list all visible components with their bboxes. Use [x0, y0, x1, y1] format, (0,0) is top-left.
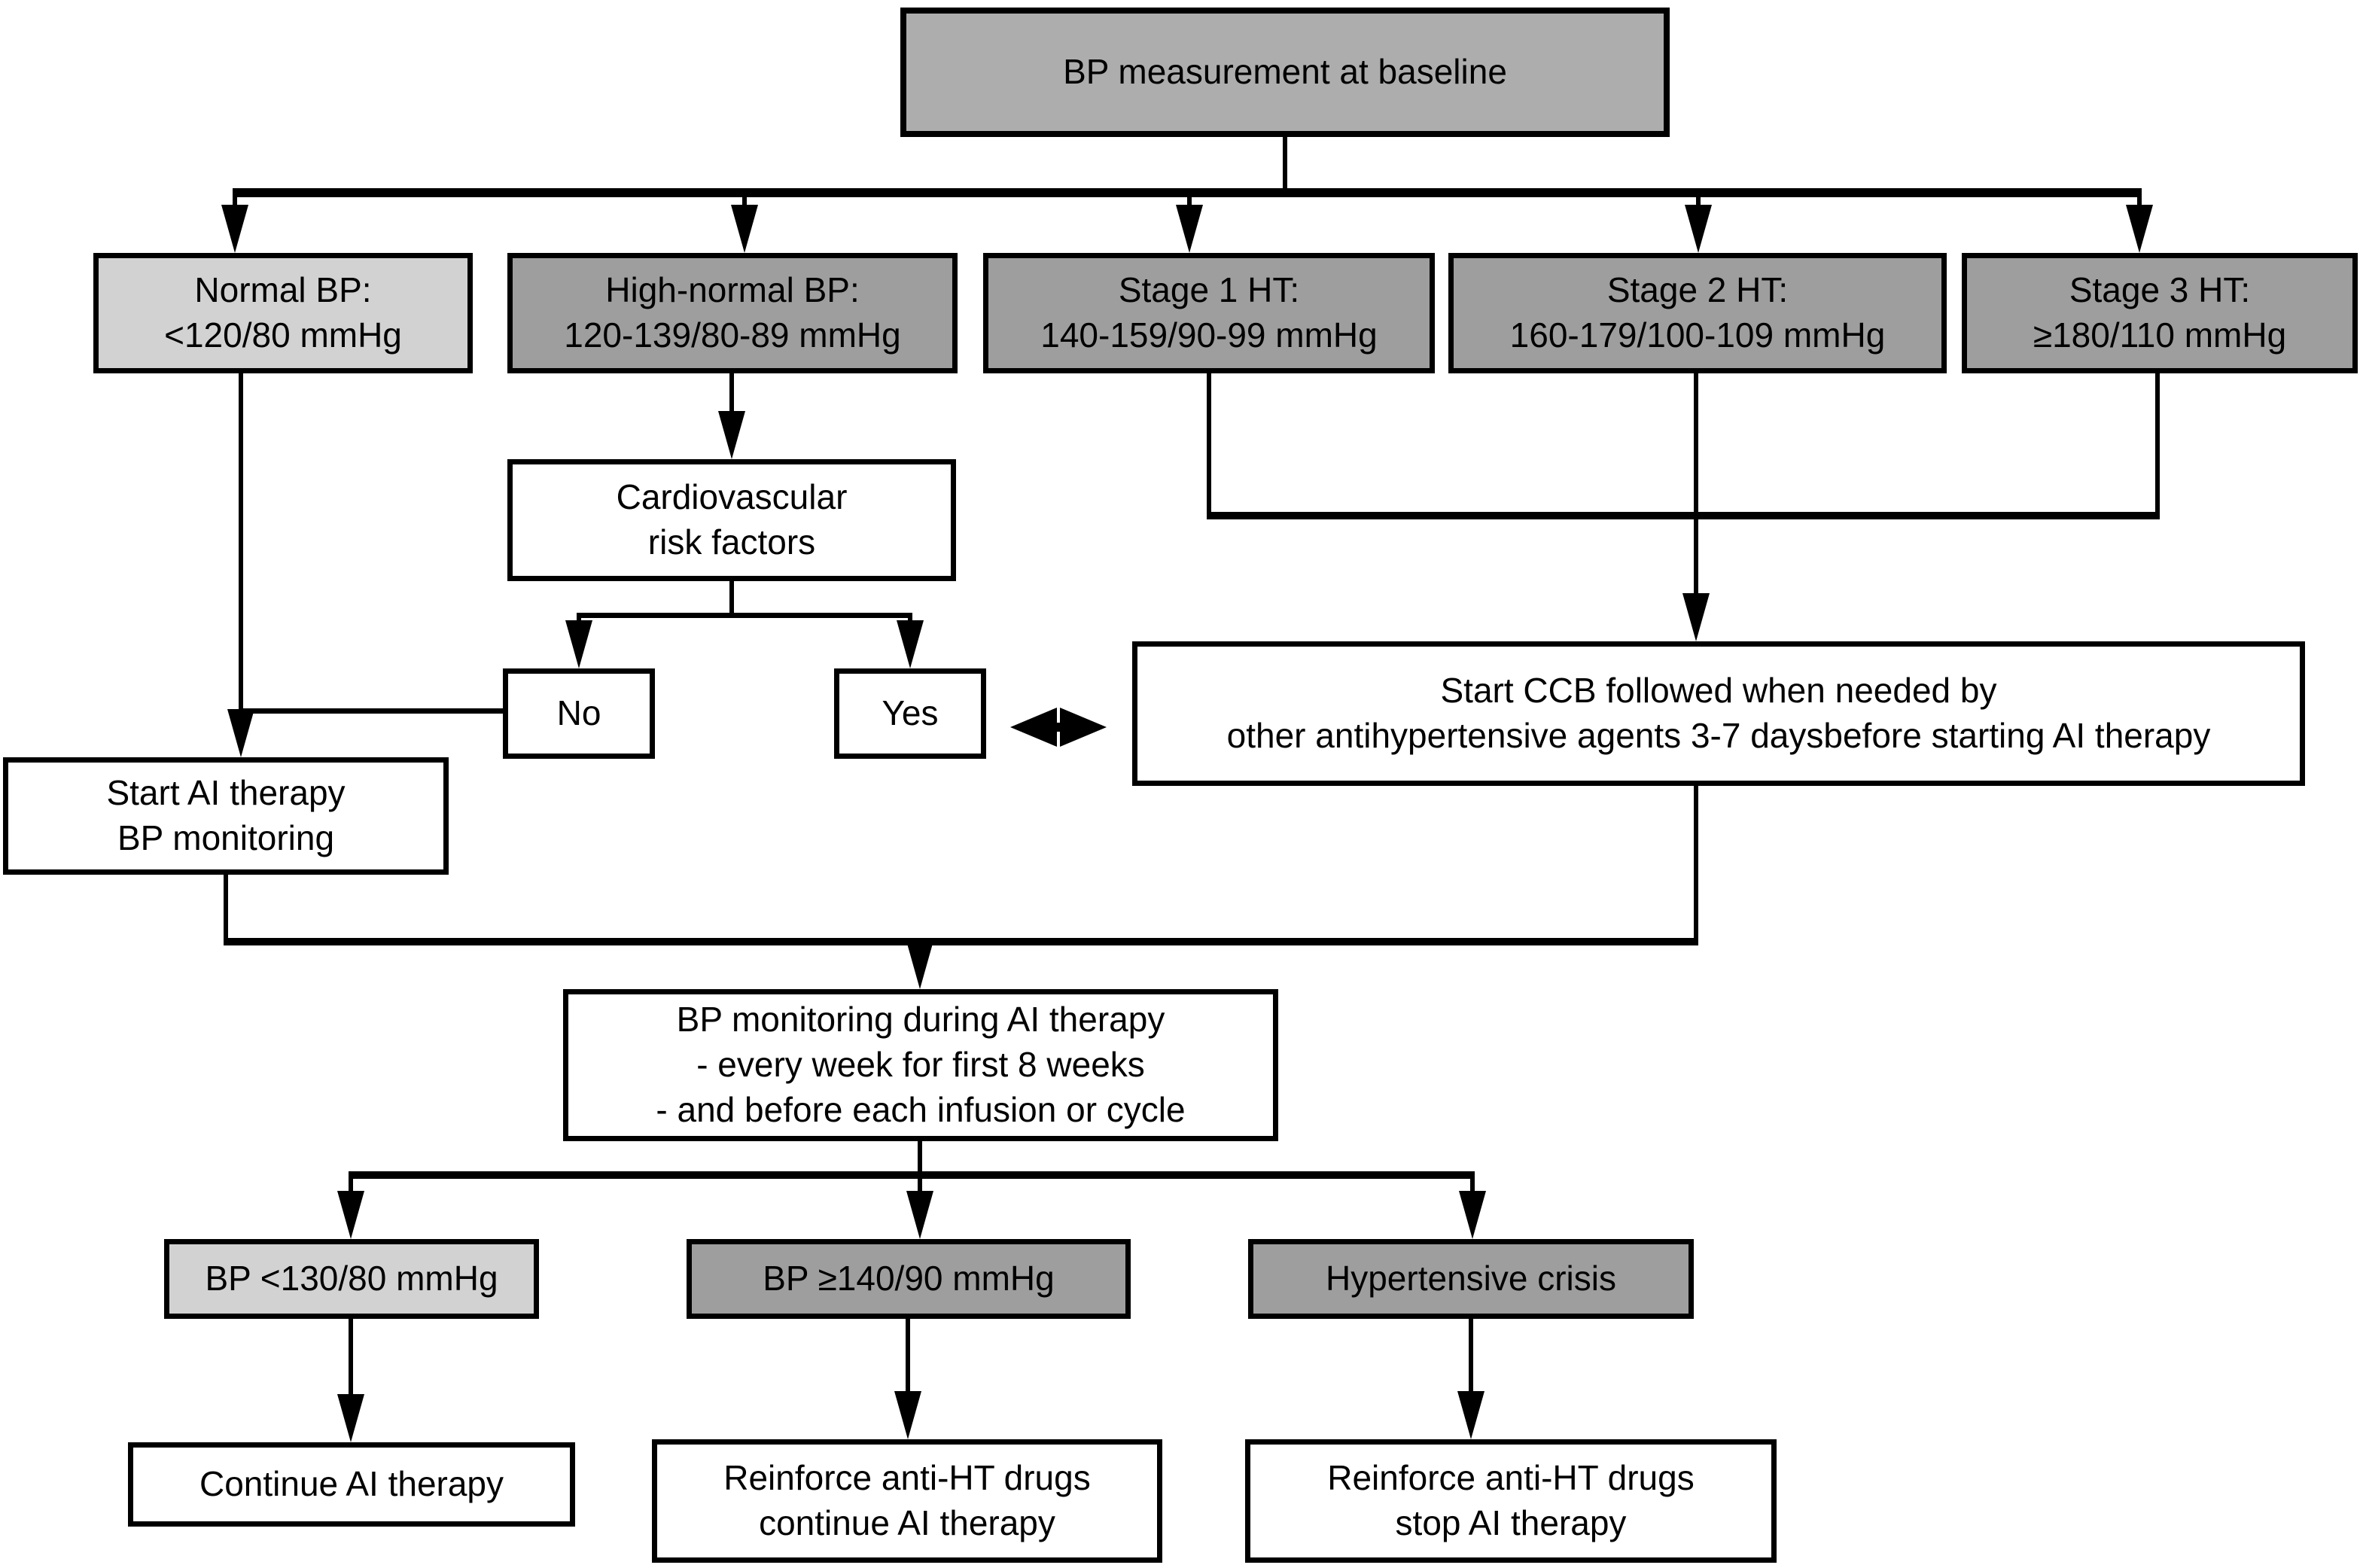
connector-bp-monitoring-down [918, 1141, 922, 1179]
arrowhead-down-cardio-icon [718, 411, 745, 459]
connector-drop-bp130 [349, 1171, 353, 1195]
arrowhead-down-no-icon [565, 620, 592, 668]
connector-crisis-down [1469, 1319, 1473, 1394]
connector-stage1-down [1207, 373, 1211, 518]
connector-ccb-down [1694, 786, 1698, 945]
arrowhead-down-stage1-icon [1176, 205, 1203, 253]
connector-drop-no [577, 613, 581, 625]
node-bp-measurement-baseline: BP measurement at baseline [900, 8, 1670, 137]
node-high-normal-bp: High-normal BP: 120-139/80-89 mmHg [507, 253, 958, 373]
node-stage3-ht: Stage 3 HT: ≥180/110 mmHg [1962, 253, 2358, 373]
connector-bp130-down [349, 1319, 353, 1397]
arrowhead-down-normal-icon [221, 205, 248, 253]
arrowhead-down-reinforce-stop-icon [1457, 1391, 1484, 1439]
connector-drop-stage2 [1696, 188, 1701, 208]
connector-no-to-normal-path [241, 708, 503, 714]
node-continue-ai-therapy: Continue AI therapy [128, 1442, 575, 1527]
connector-cardio-split [577, 613, 912, 618]
arrowhead-down-stage2-icon [1685, 205, 1712, 253]
connector-drop-high-normal [742, 188, 747, 208]
node-reinforce-continue-ai: Reinforce anti-HT drugs continue AI ther… [652, 1439, 1162, 1563]
arrowhead-down-reinforce-continue-icon [894, 1391, 921, 1439]
connector-start-ai-down [224, 875, 228, 945]
connector-stage3-down [2155, 373, 2160, 518]
arrowhead-down-stage3-icon [2126, 205, 2153, 253]
arrowhead-down-start-ai-icon [227, 709, 254, 757]
arrowhead-down-crisis-icon [1459, 1191, 1486, 1239]
node-bp-over-140-90: BP ≥140/90 mmHg [687, 1239, 1131, 1319]
arrowhead-right-ccb-icon [1060, 708, 1107, 747]
node-hypertensive-crisis: Hypertensive crisis [1248, 1239, 1694, 1319]
connector-cardio-down [729, 581, 734, 617]
node-stage2-ht: Stage 2 HT: 160-179/100-109 mmHg [1448, 253, 1947, 373]
node-reinforce-stop-ai: Reinforce anti-HT drugs stop AI therapy [1245, 1439, 1777, 1563]
node-bp-below-130-80: BP <130/80 mmHg [164, 1239, 539, 1319]
connector-outcome-distributor [349, 1171, 1475, 1179]
arrowhead-down-ccb-icon [1682, 593, 1710, 641]
connector-drop-crisis [1470, 1171, 1475, 1195]
connector-drop-bp140 [918, 1171, 922, 1195]
connector-merge-to-bp-monitoring [224, 938, 1698, 945]
node-bp-monitoring-during-ai: BP monitoring during AI therapy - every … [563, 989, 1278, 1141]
node-start-ai-therapy: Start AI therapy BP monitoring [3, 757, 449, 875]
connector-drop-stage3 [2137, 188, 2142, 208]
node-normal-bp: Normal BP: <120/80 mmHg [93, 253, 473, 373]
connector-drop-normal [233, 188, 237, 208]
arrowhead-down-continue-icon [337, 1394, 364, 1442]
connector-bp140-down [906, 1319, 910, 1394]
connector-normal-down [239, 373, 243, 714]
connector-drop-stage1 [1187, 188, 1192, 208]
arrowhead-down-bp140-icon [906, 1191, 933, 1239]
node-stage1-ht: Stage 1 HT: 140-159/90-99 mmHg [983, 253, 1435, 373]
arrowhead-left-yes-icon [1010, 708, 1057, 747]
arrowhead-down-bp-monitoring-icon [906, 941, 933, 989]
connector-stage2-to-ccb [1694, 373, 1698, 595]
arrowhead-down-yes-icon [897, 620, 924, 668]
connector-highnormal-to-cardio [729, 373, 734, 416]
node-no: No [503, 668, 655, 759]
connector-drop-yes [908, 613, 912, 625]
arrowhead-down-bp130-icon [337, 1191, 364, 1239]
node-cardiovascular-risk-factors: Cardiovascular risk factors [507, 459, 956, 581]
node-yes: Yes [834, 668, 986, 759]
arrowhead-down-high-normal-icon [731, 205, 758, 253]
connector-baseline-down [1283, 137, 1287, 190]
connector-stage-merge [1207, 512, 2160, 519]
node-start-ccb: Start CCB followed when needed by other … [1132, 641, 2305, 786]
